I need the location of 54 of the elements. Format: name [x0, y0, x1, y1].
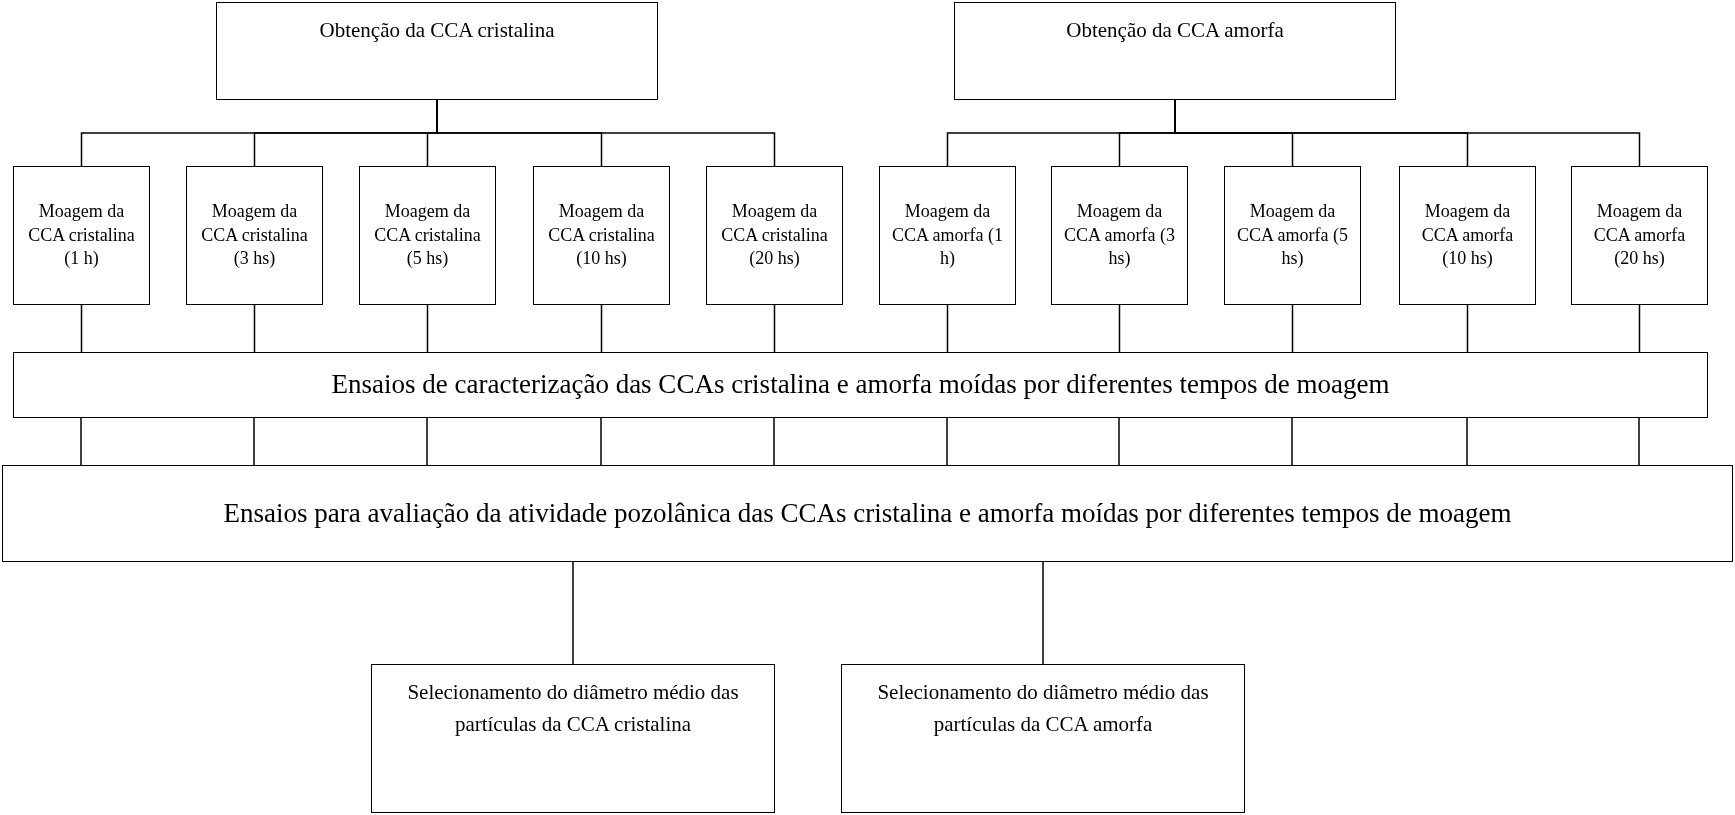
connector-line — [600, 417, 602, 466]
box-text: Selecionamento do diâmetro médio das partículas da CCA cristalina — [406, 679, 740, 738]
process-box — [13, 352, 1708, 418]
connector-line — [1638, 417, 1640, 466]
box-text: Moagem da CCA amorfa (5 hs) — [1236, 200, 1349, 271]
process-box — [359, 166, 496, 305]
connector-line — [1042, 561, 1044, 665]
connector-line — [253, 417, 255, 466]
connector-line — [1118, 304, 1121, 353]
box-text: Ensaios de caracterização das CCAs cristalina e amorfa moídas por diferentes tempos de moagem — [331, 368, 1390, 402]
connector-line — [253, 304, 256, 353]
process-box — [706, 166, 843, 305]
box-text: Obtenção da CCA cristalina — [319, 17, 555, 44]
connector-line — [600, 304, 603, 353]
box-text: Ensaios para avaliação da atividade pozolânica das CCAs cristalina e amorfa moídas por diferentes tempos de moagem — [223, 496, 1512, 530]
connector-line — [1291, 304, 1294, 353]
connector-line — [773, 304, 776, 353]
connector-line — [773, 417, 775, 466]
box-text: Moagem da CCA cristalina (5 hs) — [373, 200, 482, 271]
process-box — [1571, 166, 1708, 305]
connector-line — [1291, 417, 1293, 466]
process-box — [954, 2, 1396, 100]
process-box — [879, 166, 1016, 305]
connector-line — [1638, 304, 1641, 353]
connector-line — [572, 561, 574, 665]
connector-line — [946, 304, 949, 353]
process-box — [1224, 166, 1361, 305]
box-text: Moagem da CCA cristalina (20 hs) — [720, 200, 829, 271]
process-box — [1399, 166, 1536, 305]
box-text: Moagem da CCA cristalina (1 h) — [27, 200, 136, 271]
process-box — [1051, 166, 1188, 305]
box-text: Moagem da CCA amorfa (3 hs) — [1063, 200, 1176, 271]
connector-line — [1466, 304, 1469, 353]
box-text: Moagem da CCA amorfa (20 hs) — [1592, 200, 1687, 271]
process-box — [2, 465, 1733, 562]
process-box — [533, 166, 670, 305]
box-text: Moagem da CCA amorfa (10 hs) — [1420, 200, 1515, 271]
connector-line — [1118, 417, 1120, 466]
process-box — [216, 2, 658, 100]
connector-line — [80, 417, 82, 466]
process-box — [13, 166, 150, 305]
process-box — [186, 166, 323, 305]
connector-line — [946, 417, 948, 466]
box-text: Obtenção da CCA amorfa — [1066, 17, 1284, 44]
box-text: Selecionamento do diâmetro médio das partículas da CCA amorfa — [876, 679, 1210, 738]
process-box — [841, 664, 1245, 813]
box-text: Moagem da CCA amorfa (1 h) — [891, 200, 1004, 271]
process-box — [371, 664, 775, 813]
connector-line — [1466, 417, 1468, 466]
connector-line — [426, 304, 429, 353]
connector-line — [80, 304, 83, 353]
box-text: Moagem da CCA cristalina (3 hs) — [200, 200, 309, 271]
box-text: Moagem da CCA cristalina (10 hs) — [547, 200, 656, 271]
connector-line — [426, 417, 428, 466]
